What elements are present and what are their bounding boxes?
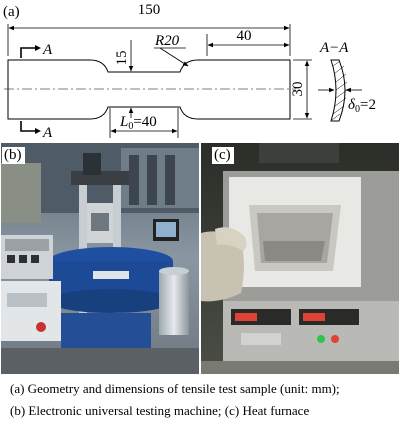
panel-b-label: (b) [2,147,25,164]
testing-machine-photo [1,143,199,374]
dim-total-length: 150 [138,2,161,18]
section-marker-bottom [20,121,35,132]
panel-a-label: (a) [3,4,20,20]
dim-grip-length: 40 [237,28,252,44]
specimen-outline [7,59,291,120]
section-marker-top [20,47,35,58]
section-label-bottom: A [42,125,53,141]
panel-c-label: (c) [212,147,234,164]
dim-fillet-radius: R20 [154,33,180,49]
caption-line-1: (a) Geometry and dimensions of tensile t… [10,381,340,396]
section-label-top: A [42,42,53,58]
caption-line-2: (b) Electronic universal testing machine… [10,403,310,418]
section-view-shape [330,59,346,122]
section-view-label: A−A [319,40,349,56]
dim-gauge-length: L0=40 [119,114,157,132]
specimen-drawing: (a) 150 40 15 R20 30 L0=40 [3,2,376,141]
heat-furnace-photo [201,143,399,374]
dim-width: 30 [290,82,306,97]
dim-line-radius [159,47,189,67]
dim-thickness: δ0=2 [348,97,376,115]
dim-gauge-width: 15 [114,51,130,66]
